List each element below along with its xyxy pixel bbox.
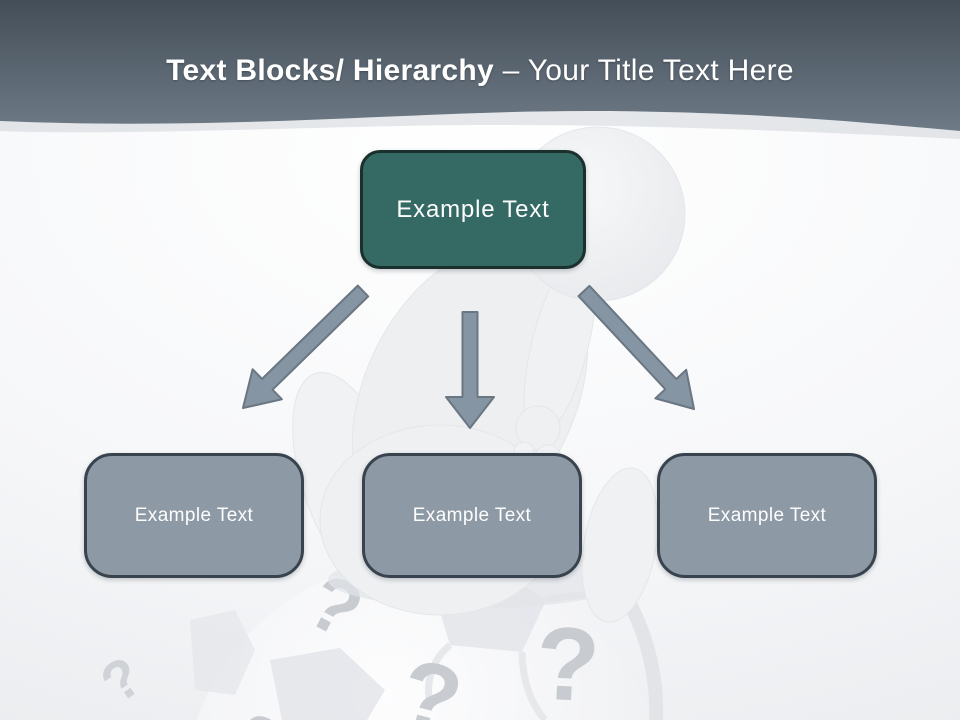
arrow-down-right-icon bbox=[577, 284, 695, 410]
slide-title[interactable]: Text Blocks/ Hierarchy – Your Title Text… bbox=[0, 50, 960, 92]
child-box-3[interactable]: Example Text bbox=[657, 453, 877, 578]
child-box-1[interactable]: Example Text bbox=[84, 453, 304, 578]
arrow-down-left-icon bbox=[242, 284, 370, 409]
header-wave-band bbox=[0, 0, 960, 139]
child-box-2[interactable]: Example Text bbox=[362, 453, 582, 578]
child-box-label: Example Text bbox=[134, 504, 254, 526]
question-mark-icon: ? bbox=[533, 605, 603, 720]
child-box-label: Example Text bbox=[412, 504, 532, 526]
slide-title-placeholder: – Your Title Text Here bbox=[494, 54, 794, 87]
arrow-down-icon bbox=[445, 311, 495, 429]
root-box-label: Example Text bbox=[396, 195, 550, 223]
slide-title-topic: Text Blocks/ Hierarchy bbox=[166, 54, 494, 87]
root-box[interactable]: Example Text bbox=[360, 150, 586, 269]
child-box-label: Example Text bbox=[707, 504, 827, 526]
